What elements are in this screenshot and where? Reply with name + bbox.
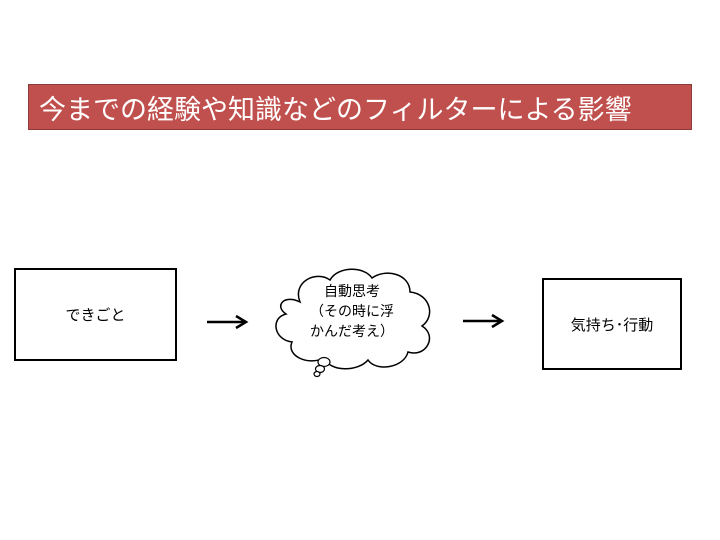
feeling-box: 気持ち･行動 bbox=[542, 278, 682, 370]
arrow-right-icon bbox=[463, 313, 505, 329]
arrow-right-icon bbox=[207, 314, 249, 330]
thought-line-2: （その時に浮 bbox=[310, 304, 394, 320]
title-text: 今までの経験や知識などのフィルターによる影響 bbox=[39, 94, 632, 126]
thought-bubble-icon bbox=[275, 268, 431, 378]
feeling-label: 気持ち･行動 bbox=[570, 315, 654, 334]
thought-cloud: 自動思考 （その時に浮 かんだ考え） bbox=[264, 262, 444, 388]
thought-line-3: かんだ考え） bbox=[310, 324, 394, 340]
title-banner: 今までの経験や知識などのフィルターによる影響 bbox=[28, 84, 692, 130]
event-box: できごと bbox=[14, 268, 177, 361]
thought-text: 自動思考 （その時に浮 かんだ考え） bbox=[292, 282, 412, 342]
thought-line-1: 自動思考 bbox=[324, 284, 380, 300]
event-label: できごと bbox=[65, 306, 126, 324]
